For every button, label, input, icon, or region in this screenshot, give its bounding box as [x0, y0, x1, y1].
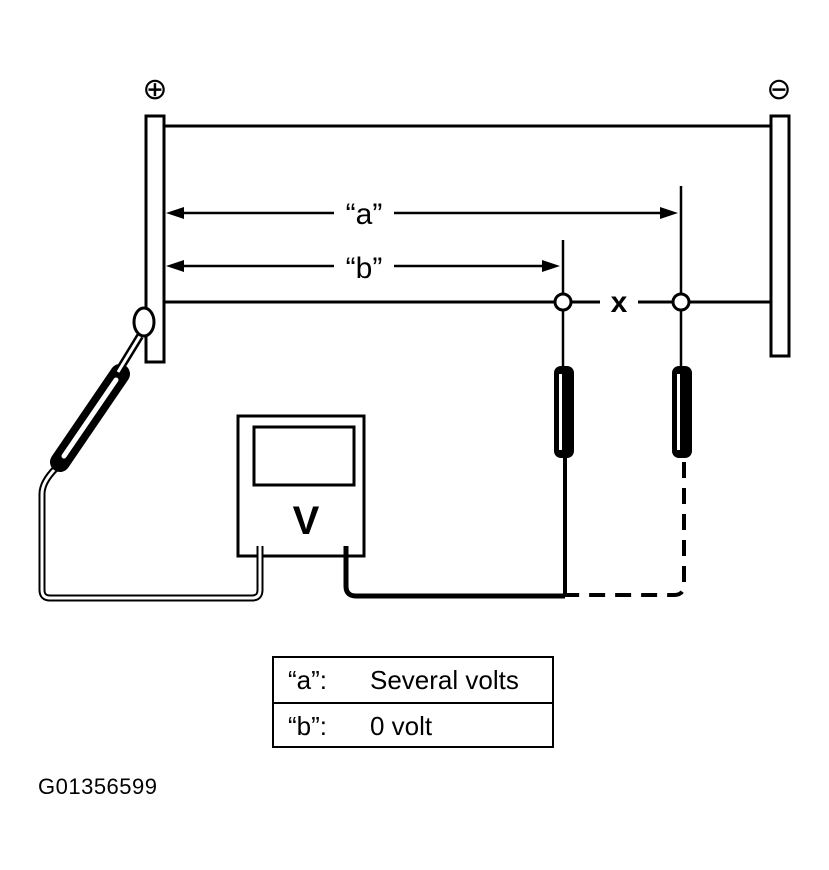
legend-key: “a”: — [288, 664, 327, 695]
voltmeter: V — [236, 414, 366, 558]
meter-negative-lead — [343, 546, 565, 599]
legend-row-b: “b”: 0 volt — [274, 702, 552, 748]
negative-terminal-plate — [769, 114, 791, 358]
dimension-a-arrow-left — [166, 207, 184, 219]
legend-value: Several volts — [370, 664, 519, 695]
figure-id: G01356599 — [38, 774, 158, 799]
meter-positive-lead-inner — [40, 466, 262, 600]
positive-terminal-plate — [144, 114, 166, 364]
dimension-b-label: “b” — [346, 252, 383, 285]
dimension-a-arrow-right — [660, 207, 678, 219]
legend-value: 0 volt — [370, 710, 433, 741]
legend-row-a: “a”: Several volts — [274, 658, 552, 702]
node-b — [553, 292, 573, 312]
dimension-b-arrow-right — [542, 260, 560, 272]
negative-symbol: ⊖ — [766, 73, 791, 106]
break-mark: x — [611, 286, 628, 319]
voltmeter-display — [252, 425, 356, 487]
meter-positive-lead-outer — [38, 465, 264, 602]
dimension-a-label: “a” — [346, 198, 383, 231]
legend-table: “a”: Several volts “b”: 0 volt — [272, 656, 554, 748]
node-a — [671, 292, 691, 312]
legend-key: “b”: — [288, 710, 327, 741]
voltmeter-label: V — [293, 499, 320, 543]
probe-a — [565, 310, 692, 597]
dimension-b-arrow-left — [166, 260, 184, 272]
clip-probe — [50, 306, 156, 472]
positive-symbol: ⊕ — [142, 73, 167, 106]
probe-b — [554, 310, 574, 596]
